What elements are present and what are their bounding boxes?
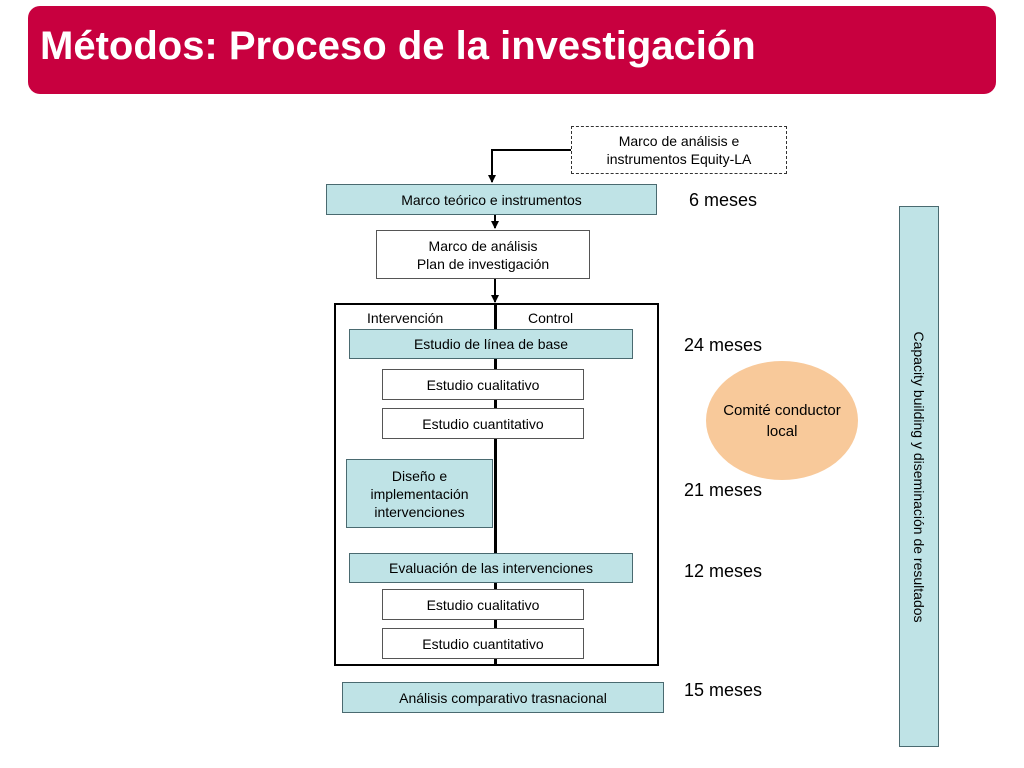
control-label: Control (528, 310, 574, 326)
diseno-box: Diseño e implementación intervenciones (346, 459, 493, 528)
equity-la-box: Marco de análisis e instrumentos Equity-… (571, 126, 787, 174)
cuantitativo-2-box: Estudio cuantitativo (382, 628, 584, 659)
page-title: Métodos: Proceso de la investigación (40, 24, 756, 68)
marco-analisis-line-2: Plan de investigación (416, 255, 550, 272)
cualitativo-1-label: Estudio cualitativo (426, 376, 540, 393)
cuantitativo-2-label: Estudio cuantitativo (422, 635, 544, 652)
comite-line-2: local (766, 422, 798, 440)
diseno-line-2: implementación (370, 485, 469, 502)
marco-teorico-label: Marco teórico e instrumentos (401, 191, 582, 208)
cualitativo-1-box: Estudio cualitativo (382, 369, 584, 400)
equity-line-1: Marco de análisis e (618, 133, 740, 149)
diseno-line-3: intervenciones (374, 503, 465, 520)
marco-analisis-line-1: Marco de análisis (428, 237, 538, 254)
diseno-line-1: Diseño e (391, 467, 448, 484)
analisis-box: Análisis comparativo trasnacional (342, 682, 664, 713)
connector-equity (488, 149, 571, 183)
intervencion-label: Intervención (367, 310, 444, 326)
evaluacion-label: Evaluación de las intervenciones (389, 560, 593, 576)
duration-24: 24 meses (684, 335, 763, 355)
duration-21: 21 meses (684, 480, 763, 500)
linea-base-label: Estudio de línea de base (413, 336, 569, 352)
cuantitativo-1-label: Estudio cuantitativo (422, 415, 544, 432)
comite-ellipse: Comité conductor local (706, 361, 858, 480)
capacity-label: Capacity building y diseminación de resu… (911, 330, 927, 623)
capacity-bar: Capacity building y diseminación de resu… (899, 206, 939, 747)
marco-teorico-box: Marco teórico e instrumentos (326, 184, 657, 215)
linea-base-box: Estudio de línea de base (349, 329, 633, 359)
equity-line-2: instrumentos Equity-LA (606, 151, 752, 167)
cuantitativo-1-box: Estudio cuantitativo (382, 408, 584, 439)
title-bar: Métodos: Proceso de la investigación (28, 6, 996, 94)
evaluacion-box: Evaluación de las intervenciones (349, 553, 633, 583)
analisis-label: Análisis comparativo trasnacional (399, 689, 607, 706)
duration-12: 12 meses (684, 561, 763, 581)
duration-15: 15 meses (684, 680, 763, 700)
duration-6: 6 meses (689, 190, 758, 210)
cualitativo-2-box: Estudio cualitativo (382, 589, 584, 620)
cualitativo-2-label: Estudio cualitativo (426, 596, 540, 613)
center-divider (494, 303, 497, 666)
comite-line-1: Comité conductor (723, 401, 841, 419)
marco-analisis-box: Marco de análisis Plan de investigación (376, 230, 590, 279)
